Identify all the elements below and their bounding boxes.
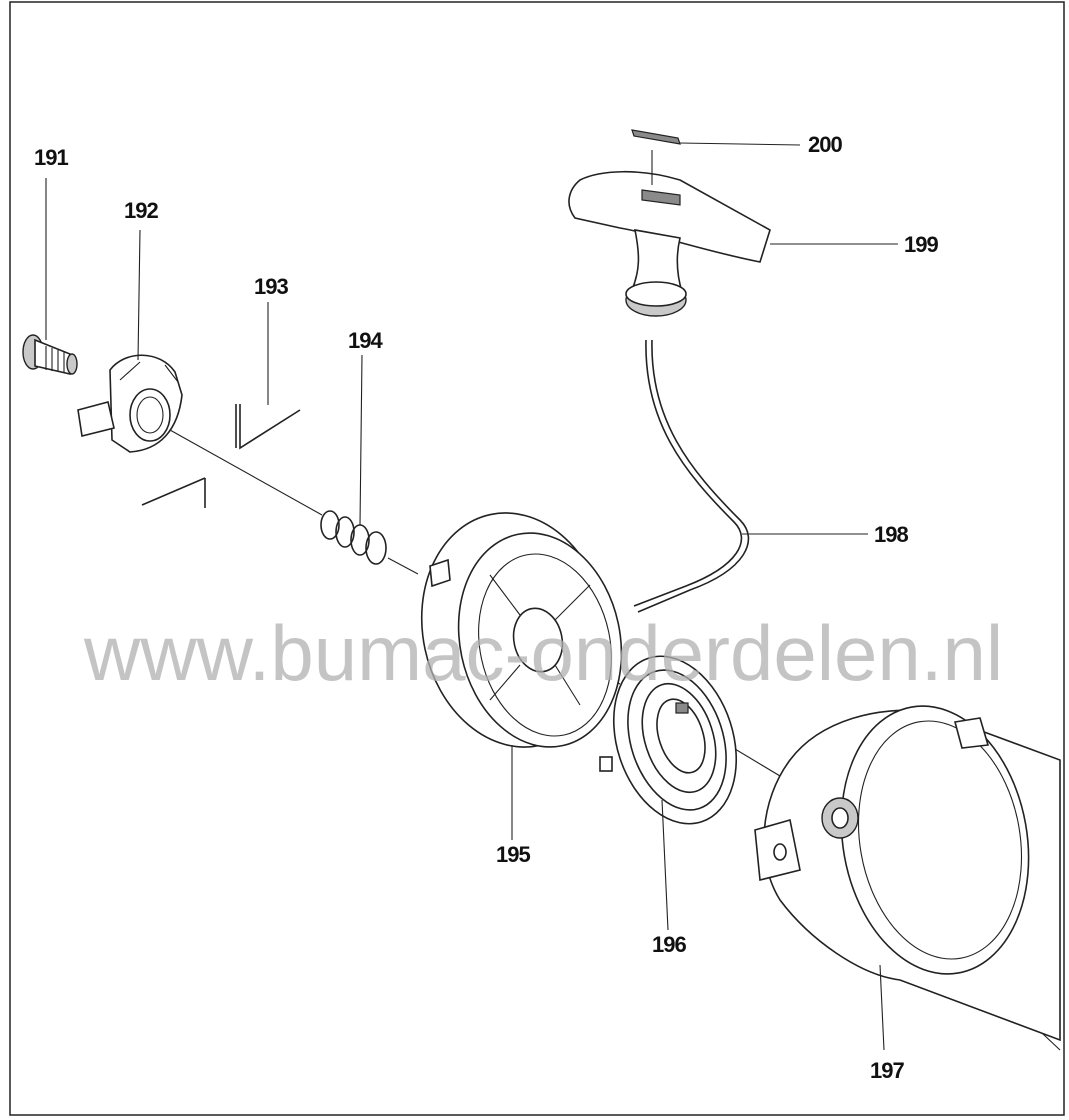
label-part-198: 198	[874, 522, 908, 547]
watermark-text: www.bumac-onderdelen.nl	[83, 609, 1003, 697]
label-part-194: 194	[348, 328, 383, 353]
part-194-spring	[320, 510, 387, 565]
label-part-191: 191	[34, 145, 68, 170]
label-part-195: 195	[496, 842, 530, 867]
part-193-wire-pin	[141, 404, 301, 508]
diagram-frame	[9, 1, 1065, 1116]
label-part-200: 200	[808, 132, 842, 157]
part-196-recoil-spring	[599, 655, 738, 825]
part-199-starter-handle	[568, 170, 771, 317]
label-part-192: 192	[124, 198, 158, 223]
part-197-starter-housing	[754, 705, 1061, 1042]
part-191-screw	[22, 334, 78, 376]
label-part-196: 196	[652, 932, 686, 957]
label-part-193: 193	[254, 274, 288, 299]
part-195-rope-pulley	[420, 512, 623, 748]
part-192-ratchet-hub	[77, 354, 183, 453]
label-part-197: 197	[870, 1058, 904, 1083]
leader-lines	[45, 142, 898, 1051]
part-198-starter-rope	[633, 339, 750, 613]
part-200-insert-plate	[631, 129, 681, 145]
label-part-199: 199	[904, 232, 938, 257]
